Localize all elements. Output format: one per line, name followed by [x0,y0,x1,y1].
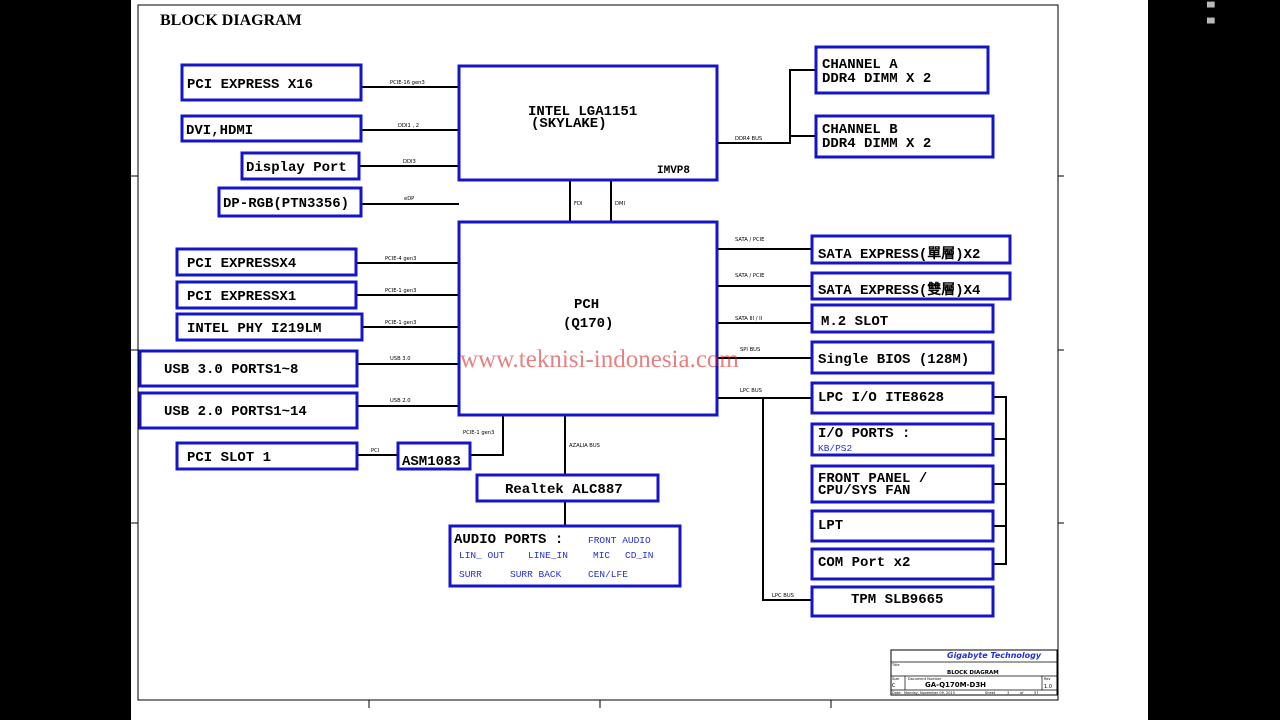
audio-ports-title: AUDIO PORTS : [454,532,563,548]
front-panel-label-2: CPU/SYS FAN [818,483,910,499]
bus-label-pcie1c: PCIE-1 gen3 [463,430,494,436]
channel-b-label-2: DDR4 DIMM X 2 [822,136,931,152]
display-port-label: Display Port [246,160,347,176]
channel-a-label-1: CHANNEL A [822,57,898,73]
pcie-x4-label: PCI EXPRESSX4 [187,256,296,272]
bus-label-azalia: AZALIA BUS [569,443,600,449]
bus-label-ddi12: DDI1 , 2 [398,123,419,129]
asm1083-label: ASM1083 [402,454,461,470]
bus-label-spi: SPI BUS [740,347,760,353]
lpc-io-label: LPC I/O ITE8628 [818,390,944,406]
bus-label-edp: eDP [404,196,414,202]
audio-line-in: LINE_IN [528,550,568,561]
pch-sub: (Q170) [563,316,613,332]
realtek-label: Realtek ALC887 [505,482,623,498]
tb-company: Gigabyte Technology [947,651,1042,660]
bus-labels: PCIE-16 gen3 DDI1 , 2 DDI3 eDP DDR4 BUS … [371,80,794,599]
sata-express-1-label: SATA EXPRESS(單層)X2 [818,246,980,263]
bus-label-sata-pcie-1: SATA / PCIE [735,237,764,243]
bus-label-dmi: DMI [615,201,625,207]
bios-label: Single BIOS (128M) [818,352,969,368]
tb-docno: GA-Q170M-D3H [925,681,986,689]
cpu-vr: IMVP8 [657,165,690,177]
audio-surr: SURR [459,569,482,580]
audio-cd-in: CD_IN [625,550,654,561]
bus-label-ddi3: DDI3 [403,159,416,165]
cpu-sub: (SKYLAKE) [531,116,607,132]
bus-label-pcie16: PCIE-16 gen3 [390,80,425,86]
component-labels: PCI EXPRESS X16 DVI,HDMI Display Port DP… [164,57,980,608]
io-ports-label: I/O PORTS : [818,426,910,442]
audio-mic: MIC [593,550,610,561]
bus-label-ddr4: DDR4 BUS [735,136,762,142]
tb-docno-label: Document Number [908,677,942,681]
tb-size: C [892,683,896,689]
dvi-hdmi-label: DVI,HDMI [186,123,253,139]
tb-sheet-of: 3 [1007,691,1009,695]
io-ports-sub: KB/PS2 [818,443,853,454]
bus-label-pcie1a: PCIE-1 gen3 [385,288,416,294]
tb-sheet-label: Sheet [985,691,996,695]
sata-express-2-label: SATA EXPRESS(雙層)X4 [818,281,980,299]
dp-rgb-label: DP-RGB(PTN3356) [223,196,349,212]
tpm-label: TPM SLB9665 [851,592,943,608]
bus-label-sata3: SATA III / II [735,316,763,322]
tb-doc-title: BLOCK DIAGRAM [947,670,999,676]
bus-label-lpc2: LPC BUS [772,593,794,599]
pch-name: PCH [574,297,599,313]
frame-ticks [131,175,1064,708]
usb30-label: USB 3.0 PORTS1~8 [164,362,298,378]
diagram-title: BLOCK DIAGRAM [160,12,302,29]
audio-surr-back: SURR BACK [510,569,562,580]
intel-phy-label: INTEL PHY I219LM [187,321,321,337]
audio-front: FRONT AUDIO [588,535,651,546]
bus-label-usb20: USB 2.0 [390,398,411,404]
component-boxes [138,45,1012,618]
audio-cen-lfe: CEN/LFE [588,569,628,580]
title-block: Gigabyte Technology Title BLOCK DIAGRAM … [890,649,1058,696]
bus-label-usb30: USB 3.0 [390,356,411,362]
channel-a-label-2: DDR4 DIMM X 2 [822,71,931,87]
bus-label-fdi: FDI [574,201,583,207]
tb-date-label: Date: [892,691,902,695]
lpt-label: LPT [818,518,843,534]
cpu-name: INTEL LGA1151 [528,104,637,120]
pcie-x16-label: PCI EXPRESS X16 [187,77,313,93]
bus-label-lpc1: LPC BUS [740,388,762,394]
wires [356,69,1007,601]
tb-rev-label: Rev [1044,677,1051,681]
bus-label-pci: PCI [371,448,380,454]
com-port-label: COM Port x2 [818,555,910,571]
m2-slot-label: M.2 SLOT [821,314,888,330]
sheet-frame [137,4,1059,701]
tb-title-label: Title [891,663,900,667]
bus-label-sata-pcie-2: SATA / PCIE [735,273,764,279]
pci-slot-label: PCI SLOT 1 [187,450,271,466]
tb-sheet-total: 57 [1034,691,1038,695]
audio-lin-out: LIN_ OUT [459,550,505,561]
watermark: www.teknisi-indonesia.com [460,346,739,373]
tb-of-label: of [1020,691,1024,695]
bus-label-pcie4: PCIE-4 gen3 [385,256,416,262]
channel-b-label-1: CHANNEL B [822,122,898,138]
expand-icon[interactable]: ▝▘▗▖ [1203,3,1219,24]
usb20-label: USB 2.0 PORTS1~14 [164,404,307,420]
pcie-x1-label: PCI EXPRESSX1 [187,289,296,305]
tb-date: Monday, November 09, 2015 [904,691,955,695]
tb-size-label: Size [892,677,899,681]
front-panel-label-1: FRONT PANEL / [818,471,927,487]
tb-rev: 1.0 [1044,684,1052,690]
bus-label-pcie1b: PCIE-1 gen3 [385,320,416,326]
